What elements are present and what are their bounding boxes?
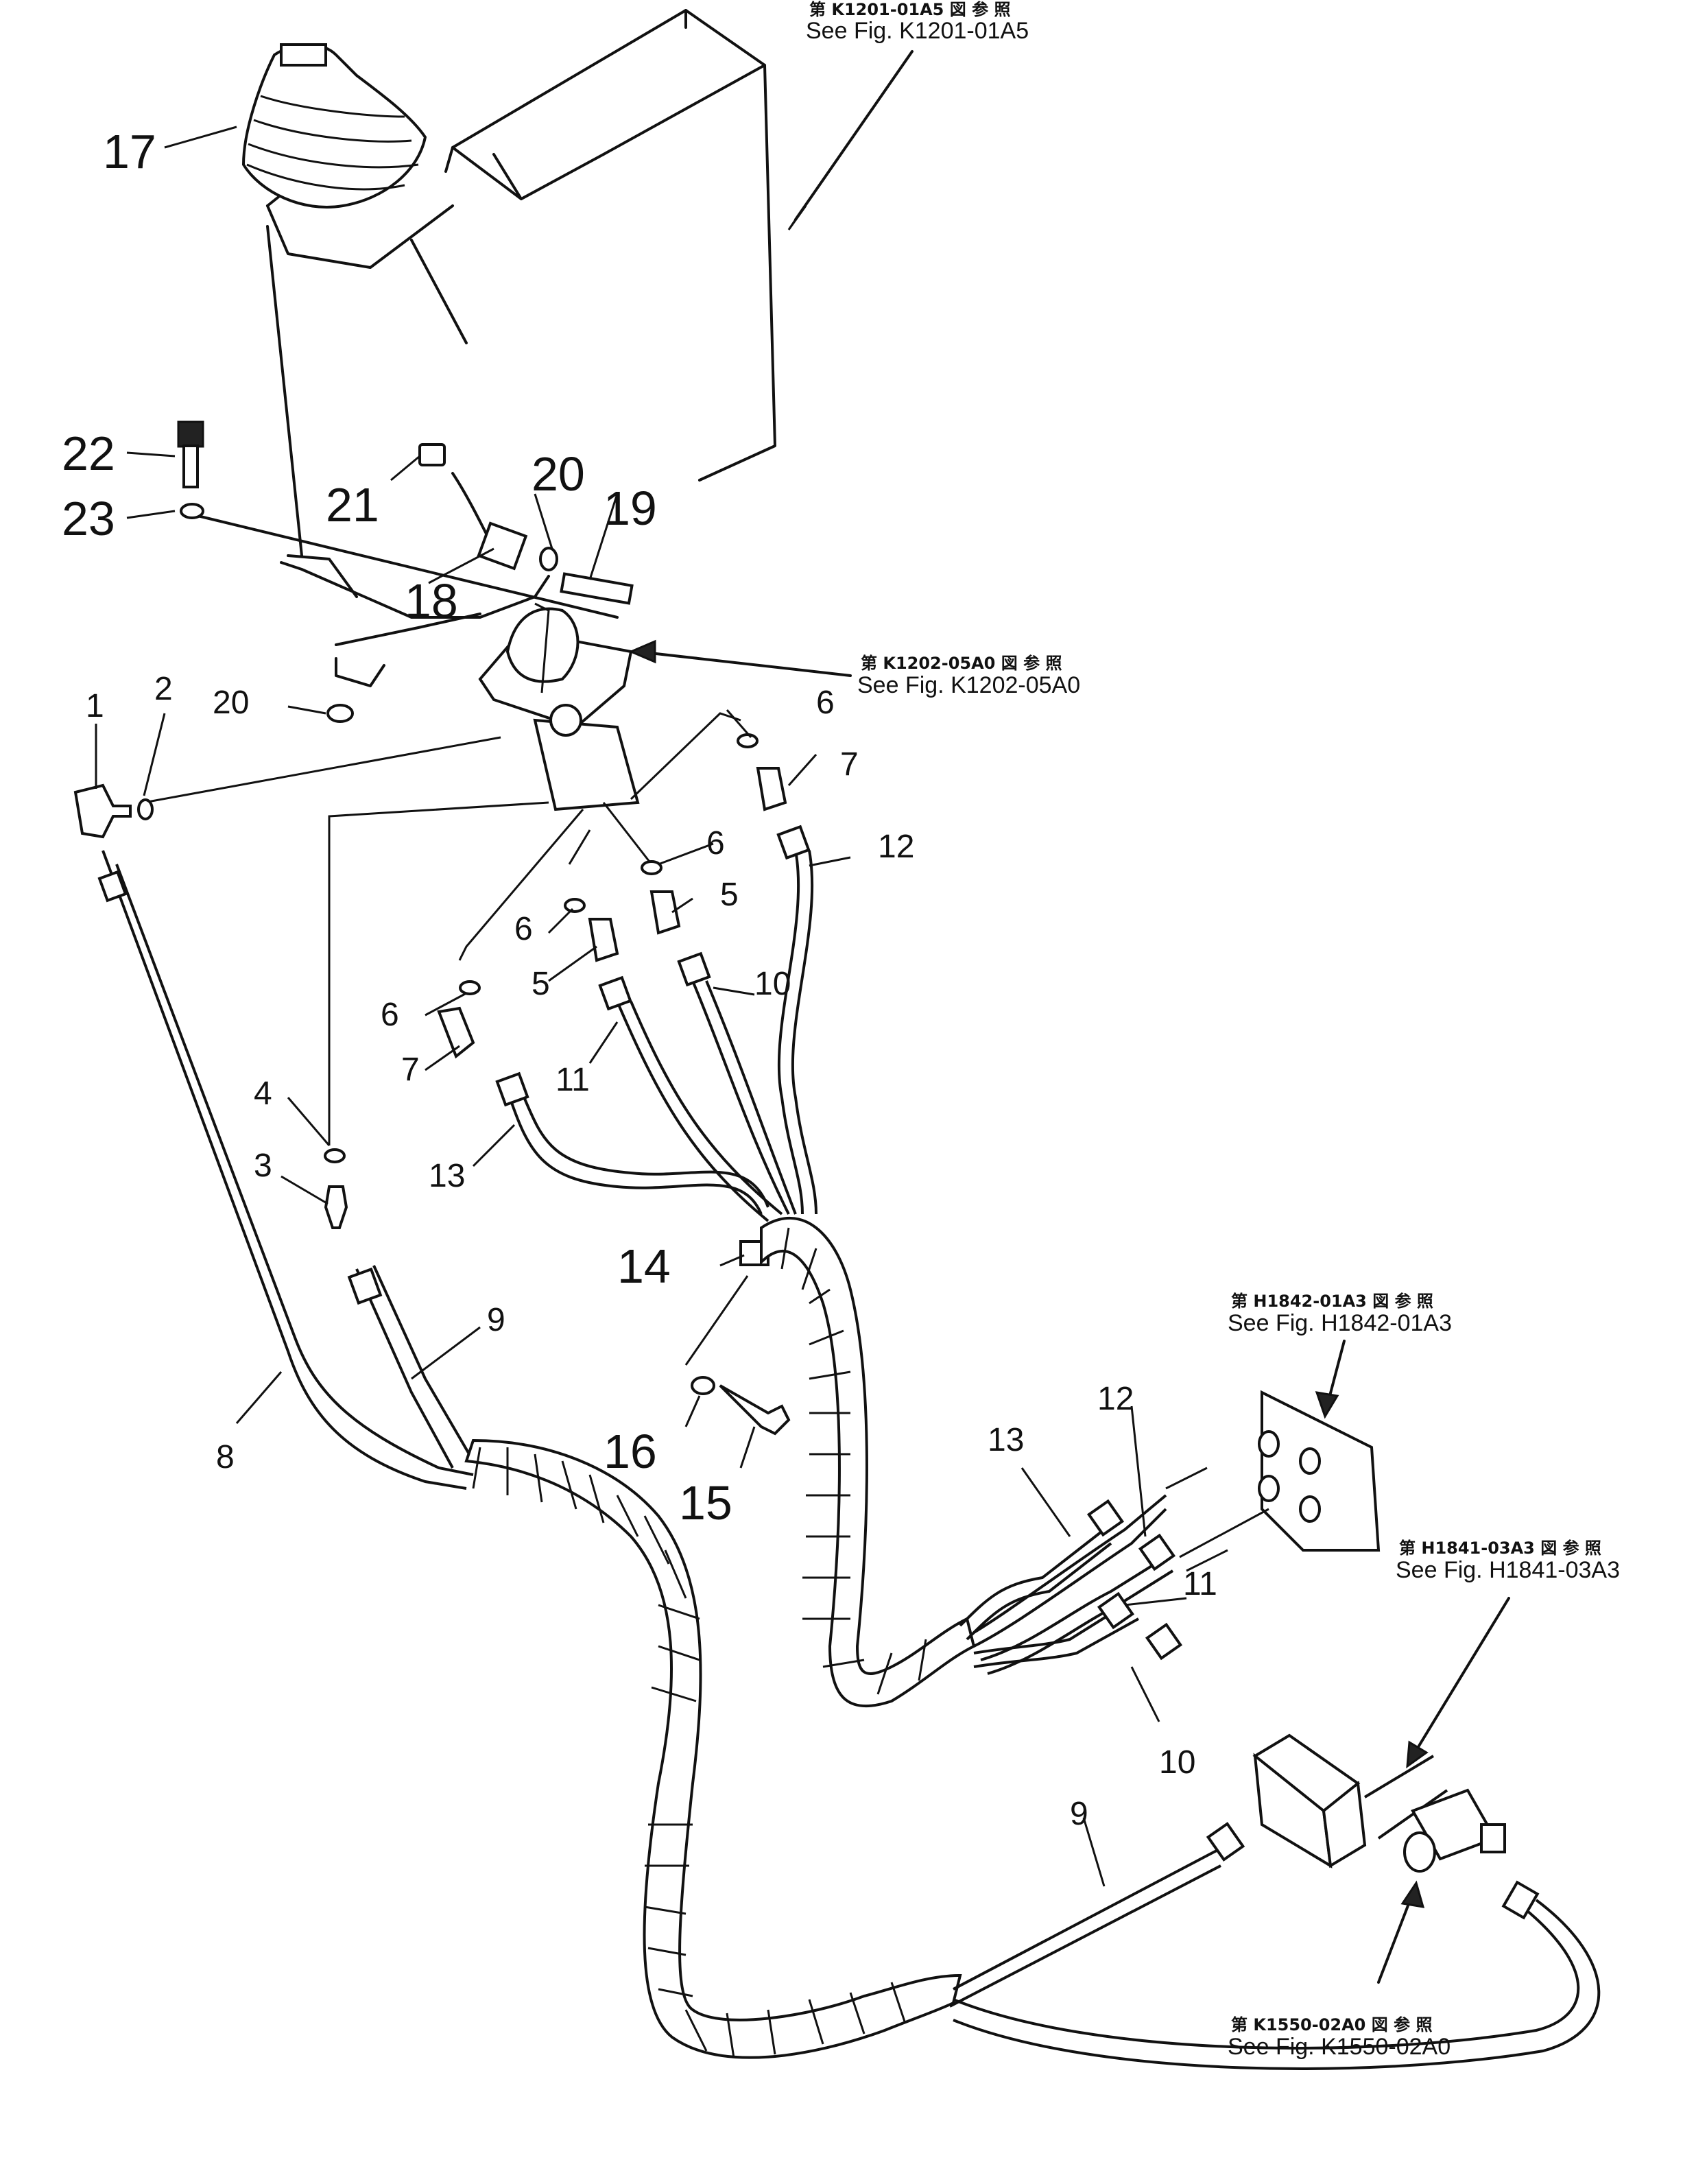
callout-14: 14 [617,1239,671,1293]
callout-11-b: 11 [1183,1566,1217,1602]
reference-h1841: 第 H1841-03A3 図 参 照 See Fig. H1841-03A3 [1396,1539,1620,1583]
callout-8: 8 [216,1439,235,1475]
callout-22: 22 [62,427,115,480]
reference-k1202: 第 K1202-05A0 図 参 照 See Fig. K1202-05A0 [857,654,1080,698]
callout-12-b: 12 [1097,1381,1134,1417]
leader-guides [143,712,749,1366]
callout-1: 1 [86,688,104,724]
relay-block [1252,1733,1448,1868]
svg-text:See Fig. K1550-02A0: See Fig. K1550-02A0 [1228,2034,1451,2060]
lever-bracket [177,420,634,723]
lever-boot [241,43,427,209]
callout-2: 2 [154,671,173,707]
callout-9-b: 9 [1070,1796,1088,1832]
callout-10-a: 10 [754,966,791,1002]
svg-text:See Fig. K1202-05A0: See Fig. K1202-05A0 [857,672,1080,698]
callout-18: 18 [405,574,458,628]
callout-23: 23 [62,492,115,545]
callout-6-b: 6 [706,825,725,862]
callout-6-d: 6 [381,997,399,1033]
callout-19: 19 [604,482,657,535]
callout-labels: 17 22 23 21 20 19 18 20 1 2 6 7 6 12 5 6… [62,125,1217,1832]
callout-4: 4 [254,1076,272,1112]
svg-text:第 K1202-05A0 図 参 照: 第 K1202-05A0 図 参 照 [861,654,1062,673]
callout-7-b: 7 [401,1052,420,1088]
callout-16: 16 [604,1425,657,1478]
reference-k1550: 第 K1550-02A0 図 参 照 See Fig. K1550-02A0 [1228,2015,1451,2060]
callout-15: 15 [679,1476,732,1530]
svg-text:第 K1550-02A0 図 参 照: 第 K1550-02A0 図 参 照 [1231,2015,1432,2034]
hose-bundle [97,824,1601,2070]
fittings [73,733,791,1436]
svg-text:第 H1841-03A3 図 参 照: 第 H1841-03A3 図 参 照 [1399,1539,1601,1558]
callout-17: 17 [103,125,156,178]
callout-13-b: 13 [988,1422,1024,1458]
callout-5-b: 5 [532,966,550,1002]
svg-text:See Fig. H1842-01A3: See Fig. H1842-01A3 [1228,1310,1452,1336]
console-housing [266,9,776,687]
connector-block [1165,1390,1381,1572]
callout-10-b: 10 [1159,1744,1195,1781]
reference-k1201: 第 K1201-01A5 図 参 照 See Fig. K1201-01A5 [806,0,1029,44]
svg-text:See Fig. H1841-03A3: See Fig. H1841-03A3 [1396,1557,1620,1583]
svg-text:See Fig. K1201-01A5: See Fig. K1201-01A5 [806,18,1029,44]
callout-7-a: 7 [840,746,859,783]
callout-6-a: 6 [816,685,835,721]
callout-3: 3 [254,1148,272,1184]
callout-5-a: 5 [720,877,739,913]
callout-20-bottom: 20 [213,685,249,721]
callout-21: 21 [326,478,379,532]
callout-9-a: 9 [487,1302,505,1338]
callout-13-a: 13 [429,1158,465,1194]
callout-6-c: 6 [514,911,533,947]
reference-arrows [628,50,1510,1984]
callout-12-a: 12 [878,829,914,865]
svg-text:第 H1842-01A3 図 参 照: 第 H1842-01A3 図 参 照 [1231,1292,1433,1311]
callout-20-top: 20 [532,447,585,501]
callout-11-a: 11 [556,1062,590,1098]
reference-h1842: 第 H1842-01A3 図 参 照 See Fig. H1842-01A3 [1228,1292,1452,1336]
ppc-valve [478,602,640,811]
callout-leaders [95,126,1187,1887]
tee-valve [1403,1788,1506,1873]
svg-text:第 K1201-01A5 図 参 照: 第 K1201-01A5 図 参 照 [809,0,1010,19]
